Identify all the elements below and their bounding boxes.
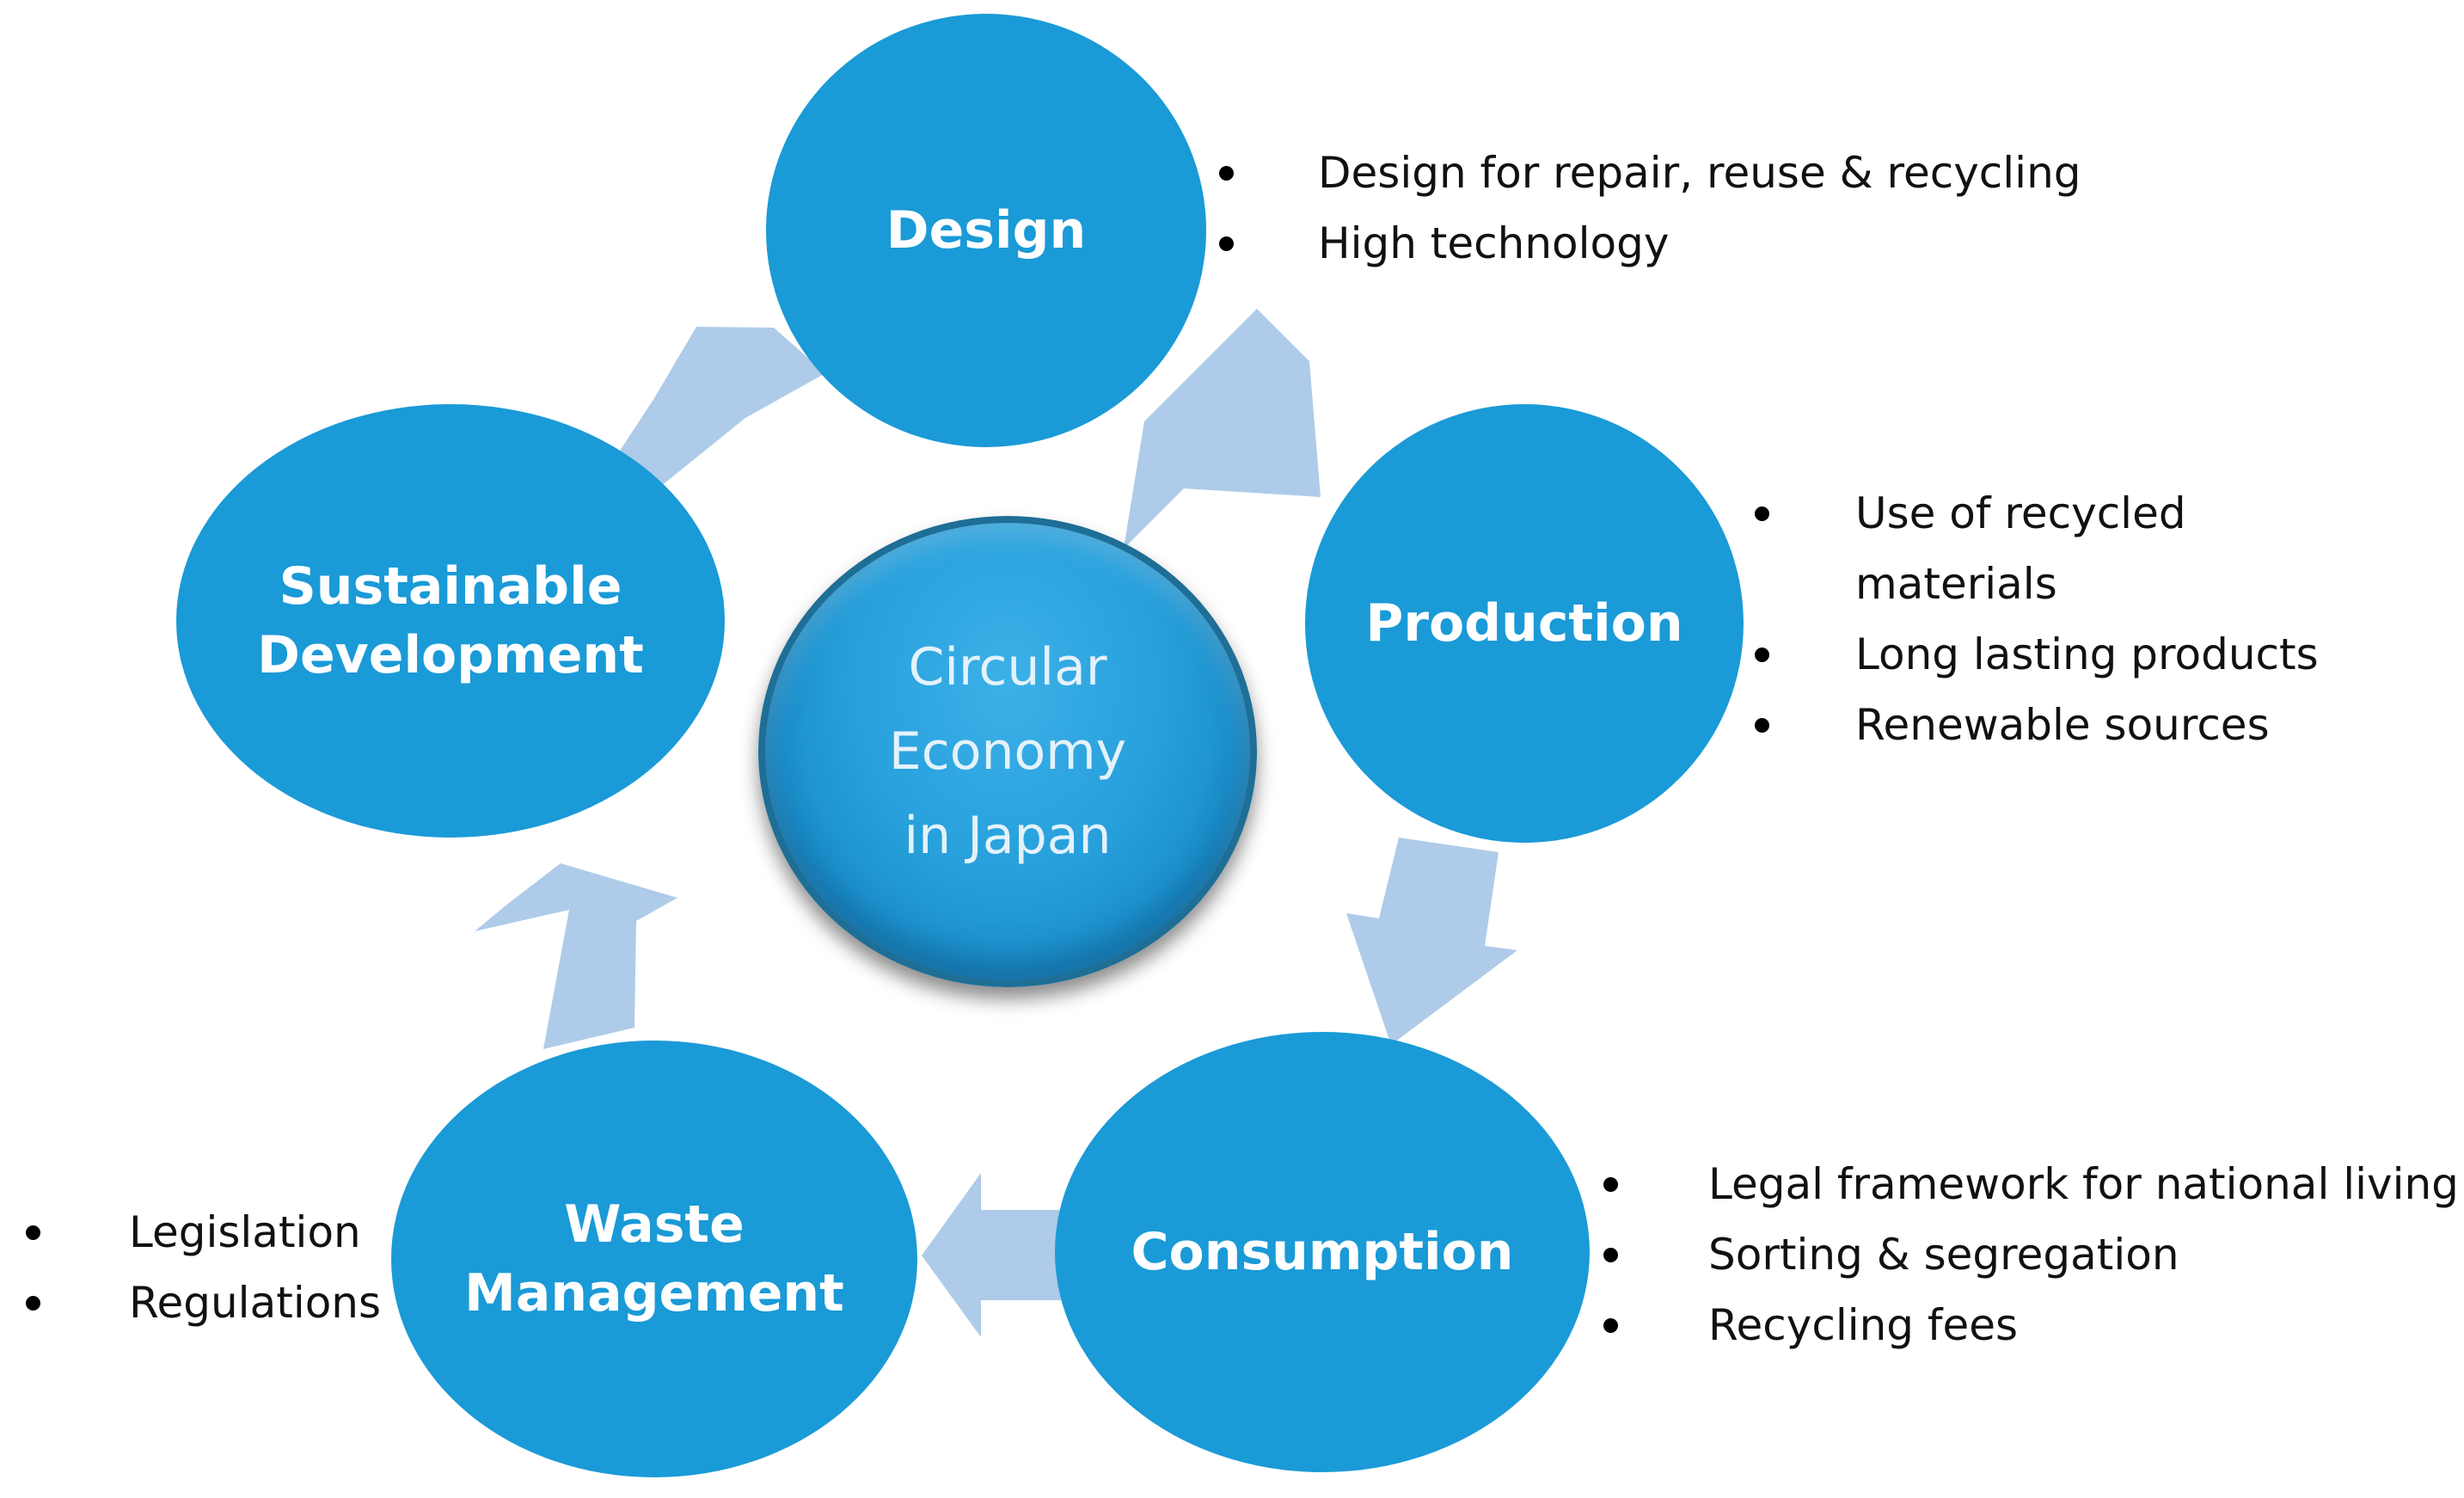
design-label: Design [886, 200, 1087, 261]
consumption-bullet-item: Recycling fees [1603, 1290, 2459, 1360]
bullet-dot-icon [1603, 1177, 1618, 1192]
production-bullet-text: Renewable sources [1855, 700, 2270, 750]
consumption-label: Consumption [1131, 1222, 1514, 1282]
waste-management-bullet-text: Regulations [129, 1278, 382, 1328]
design-bullet-text: High technology [1318, 218, 1670, 268]
sustainable-development-node: Sustainable Development [176, 404, 725, 838]
arrow-design-to-production [1124, 309, 1321, 549]
consumption-bullet-item: Legal framework for national living [1603, 1149, 2459, 1219]
design-node: Design [766, 14, 1206, 447]
bullet-dot-icon [1755, 718, 1769, 733]
bullet-dot-icon [26, 1296, 40, 1311]
production-label: Production [1365, 593, 1683, 654]
bullet-dot-icon [1603, 1248, 1618, 1262]
arrow-production-to-consumption [1346, 838, 1517, 1045]
production-node: Production [1305, 404, 1744, 843]
production-bullet-item: materials [1755, 549, 2319, 619]
production-bullet-text: materials [1855, 559, 2057, 609]
bullet-dot-icon [26, 1225, 40, 1240]
waste-management-bullet-item: Legislation [26, 1197, 381, 1268]
production-bullet-item: Use of recycled [1755, 478, 2319, 549]
production-bullet-text: Long lasting products [1855, 629, 2319, 679]
circular-economy-center-label: Circular Economy in Japan [888, 637, 1127, 866]
waste-management-bullet-text: Legislation [129, 1207, 361, 1257]
consumption-bullet-text: Sorting & segregation [1708, 1230, 2179, 1280]
design-bullet-item: Design for repair, reuse & recycling [1219, 138, 2081, 208]
design-bullet-item: High technology [1219, 208, 2081, 279]
design-bullet-list: Design for repair, reuse & recycling Hig… [1219, 138, 2081, 279]
consumption-bullet-text: Legal framework for national living [1708, 1159, 2459, 1209]
consumption-bullet-item: Sorting & segregation [1603, 1219, 2459, 1290]
waste-management-bullet-item: Regulations [26, 1268, 381, 1338]
bullet-dot-icon [1219, 236, 1234, 251]
production-bullet-list: Use of recycled materials Long lasting p… [1755, 478, 2319, 760]
bullet-dot-icon [1755, 648, 1769, 662]
consumption-bullet-text: Recycling fees [1708, 1300, 2019, 1350]
arrow-design-to-sustainable [609, 327, 825, 494]
bullet-dot-icon [1219, 166, 1234, 181]
consumption-node: Consumption [1055, 1032, 1590, 1472]
design-bullet-text: Design for repair, reuse & recycling [1318, 148, 2081, 198]
sustainable-development-label: Sustainable Development [257, 556, 644, 685]
circular-economy-center-node: Circular Economy in Japan [758, 516, 1257, 987]
waste-management-bullet-list: Legislation Regulations [26, 1197, 381, 1338]
production-bullet-item: Long lasting products [1755, 619, 2319, 690]
arrow-waste-to-sustainable [475, 863, 677, 1049]
waste-management-label: Waste Management [464, 1194, 844, 1323]
waste-management-node: Waste Management [391, 1041, 917, 1477]
consumption-bullet-list: Legal framework for national living Sort… [1603, 1149, 2459, 1360]
production-bullet-text: Use of recycled [1855, 488, 2186, 538]
bullet-dot-icon [1603, 1318, 1618, 1333]
arrow-consumption-to-waste [922, 1173, 1062, 1337]
bullet-dot-icon [1755, 506, 1769, 521]
production-bullet-item: Renewable sources [1755, 690, 2319, 760]
